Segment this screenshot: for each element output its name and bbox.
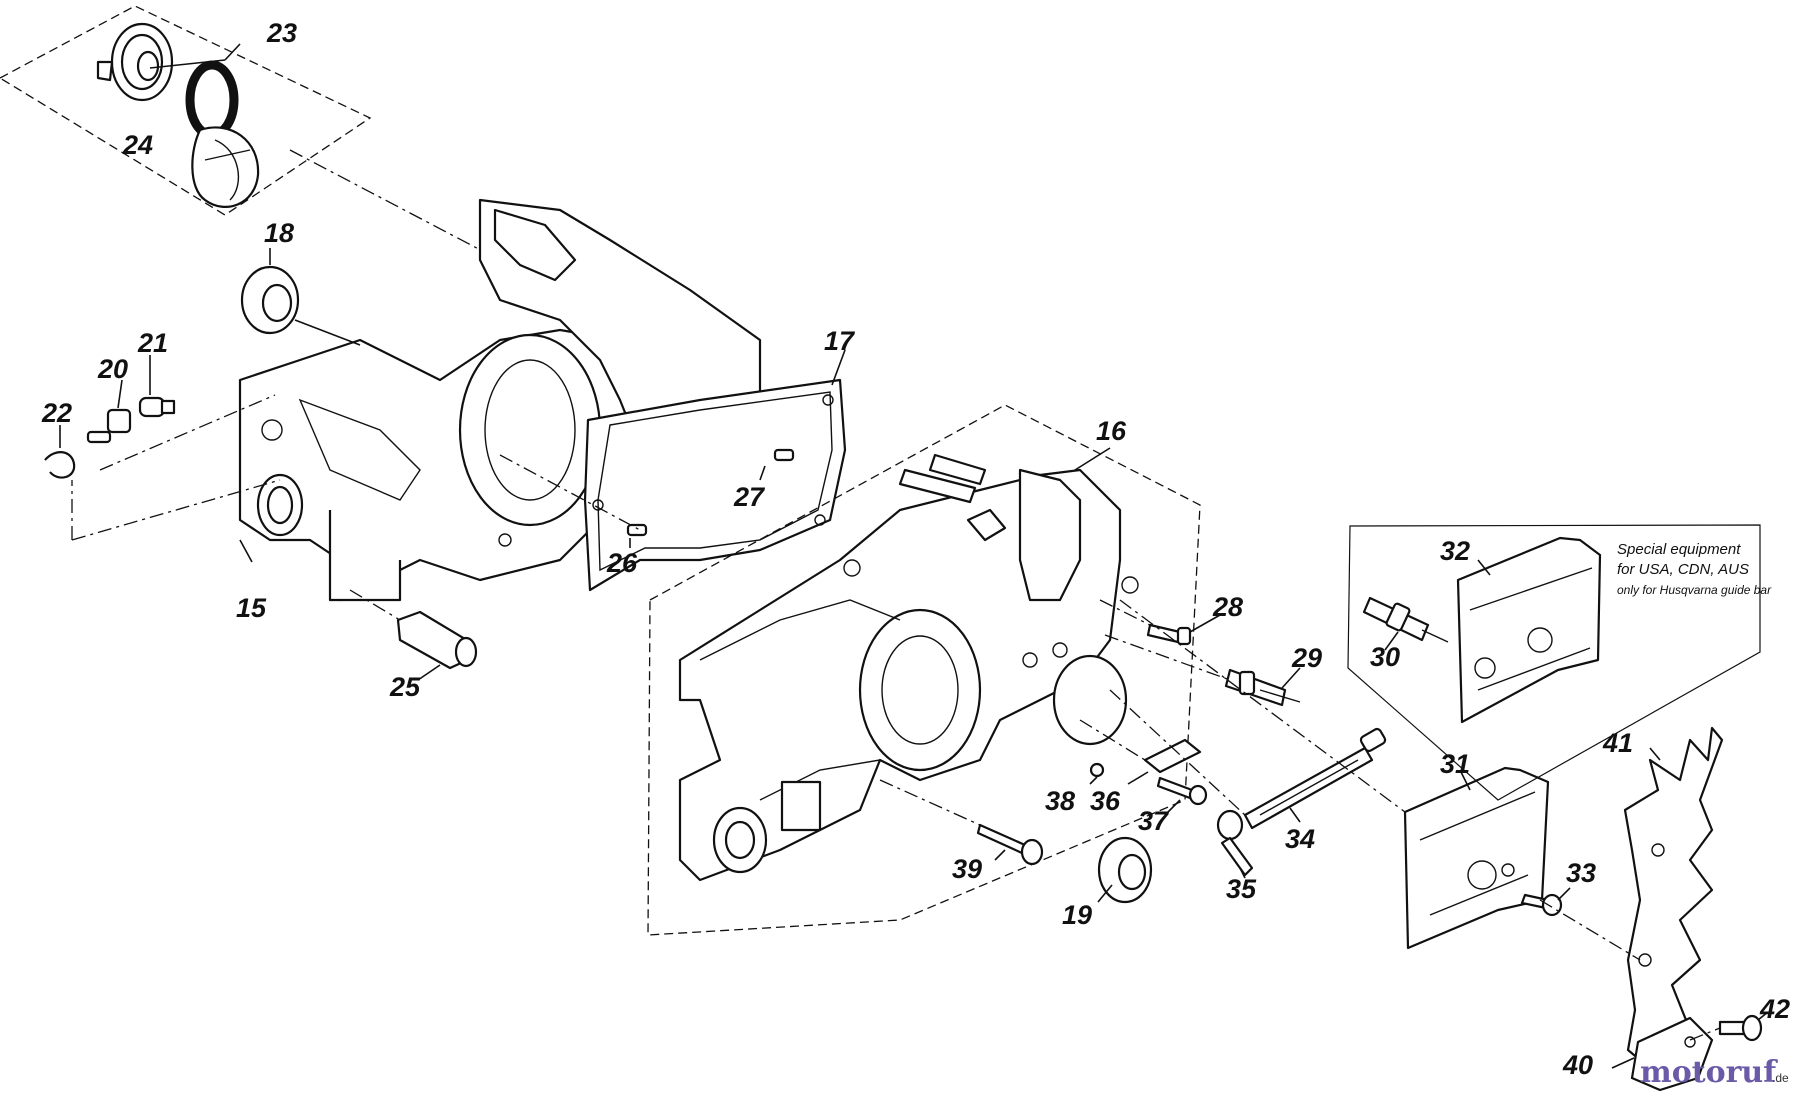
part-20-valve [86,408,132,444]
screw-37 [1156,776,1208,806]
callout-27: 27 [733,482,766,512]
callout-41: 41 [1602,728,1633,758]
assembly-line-42 [1689,1027,1721,1041]
assembly-line-34 [1109,689,1246,816]
special-note-line1: Special equipment [1617,541,1741,558]
callout-34: 34 [1285,824,1315,854]
adjuster-pin-35 [1216,809,1254,877]
callout-33: 33 [1566,858,1596,888]
screw-42 [1718,1014,1763,1042]
part-36-plate [1143,738,1202,774]
callout-18: 18 [264,218,294,248]
assembly-line-29 [1104,634,1231,681]
callout-21: 21 [137,328,168,358]
assembly-line-39 [879,779,981,826]
seal-ring-part [185,60,239,140]
watermark-logo: motoruf .de [1640,1055,1789,1090]
oil-cap-part [96,22,174,102]
crankcase-half-15 [238,198,762,602]
special-note: Special equipment for USA, CDN, AUS only… [1617,541,1772,597]
callout-15: 15 [236,593,267,623]
callout-36: 36 [1090,786,1121,816]
special-note-line3: only for Husqvarna guide bar [1617,583,1772,597]
bar-plate-32 [1456,536,1602,724]
bolt-28 [1146,623,1192,646]
screw-33 [1520,893,1563,917]
strainer-part [191,126,260,208]
assembly-line-20 [99,394,276,471]
callout-16: 16 [1096,416,1127,446]
callout-31: 31 [1440,749,1470,779]
screw-39 [976,823,1044,866]
assembly-line-cap [289,149,491,256]
callout-17: 17 [824,326,856,356]
chain-adjuster-34 [1243,727,1387,830]
studs-16 [898,453,1007,542]
callout-37: 37 [1138,806,1170,836]
callout-23: 23 [266,18,297,48]
callout-32: 32 [1440,536,1470,566]
callout-40: 40 [1562,1050,1593,1080]
assembly-line-28 [1099,599,1151,626]
callout-42: 42 [1759,994,1790,1024]
callout-35: 35 [1226,874,1257,904]
callout-26: 26 [606,548,638,578]
oil-cap-group-box [0,5,372,216]
crankcase-half-16 [678,468,1139,882]
pin-27 [773,448,795,462]
part-21-pin [138,396,176,418]
plate-40 [1630,1016,1714,1092]
callout-29: 29 [1291,643,1322,673]
assembly-line-41 [1539,899,1641,961]
bumper-spike-41 [1623,726,1724,1062]
callout-19: 19 [1062,900,1092,930]
plug-25 [396,610,478,670]
assembly-line-31 [1119,599,1406,813]
callout-25: 25 [389,672,421,702]
special-equipment-box [1347,524,1761,801]
assembly-line-25 [349,589,401,621]
stud-30 [1362,596,1449,643]
pin-26 [626,523,648,537]
callout-28: 28 [1212,592,1243,622]
seal-18 [240,265,300,335]
watermark-brand: motoruf [1640,1055,1778,1090]
part-38-washer [1089,762,1105,778]
part-22-clip [44,451,76,479]
callout-39: 39 [952,854,982,884]
bar-plate-31 [1403,766,1550,950]
callout-30: 30 [1370,642,1400,672]
callout-38: 38 [1045,786,1075,816]
stud-29 [1224,668,1301,707]
special-note-line2: for USA, CDN, AUS [1617,561,1749,578]
gasket-17 [583,378,847,592]
watermark-tld: .de [1772,1071,1789,1085]
callout-22: 22 [41,398,72,428]
assembly-line-36 [1079,719,1146,761]
assembly-line-22 [71,479,281,541]
callout-20: 20 [97,354,128,384]
callout-24: 24 [122,130,153,160]
